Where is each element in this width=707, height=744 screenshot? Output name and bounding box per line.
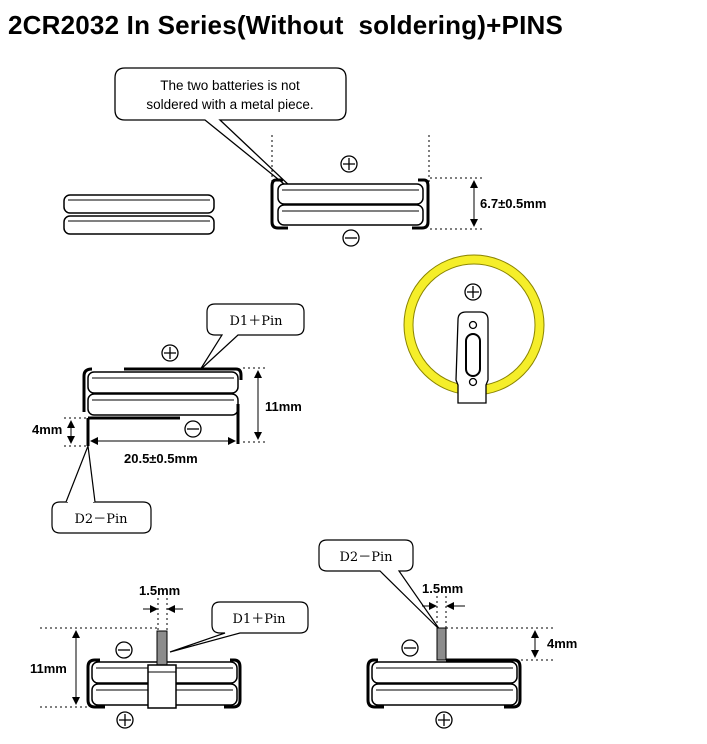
pin-offset-label: 4mm: [32, 422, 62, 437]
page-title: 2CR2032 In Series(Without soldering)+PIN…: [8, 10, 564, 40]
plus-circle-icon: [340, 155, 358, 173]
d2-pin-label-bottom: D2－Pin: [340, 550, 394, 565]
detail-d2-pin: D2－Pin 1.5mm 4mm: [318, 539, 577, 729]
pin-width-right-label: 1.5mm: [422, 581, 463, 596]
note-line-2: soldered with a metal piece.: [146, 97, 313, 112]
note-line-1: The two batteries is not: [160, 78, 300, 93]
plus-circle-icon: [161, 344, 179, 362]
height-with-pins-label: 11mm: [265, 399, 302, 414]
plus-circle-icon: [116, 711, 134, 729]
pin-height-right-label: 4mm: [547, 636, 577, 651]
side-view-with-pins: D1＋Pin 11mm 4mm 20.5±0.5mm D2－Pi: [32, 303, 305, 534]
d2-pin-label-mid: D2－Pin: [75, 512, 129, 527]
d1-pin-label-bottom: D1＋Pin: [233, 612, 287, 627]
height-no-pins-label: 6.7±0.5mm: [480, 196, 546, 211]
pin-width-left-label: 1.5mm: [139, 583, 180, 598]
note-callout: The two batteries is not soldered with a…: [114, 67, 347, 206]
loose-batteries: [63, 194, 215, 235]
battery-top-view: [403, 254, 545, 404]
d1-pin-label-mid: D1＋Pin: [230, 314, 284, 329]
minus-circle-icon: [342, 229, 360, 247]
pin-height-left-label: 11mm: [30, 661, 67, 676]
plus-circle-icon: [464, 283, 482, 301]
detail-d1-pin: 1.5mm D1＋Pin 11mm: [30, 583, 309, 729]
plus-circle-icon: [435, 711, 453, 729]
minus-circle-icon: [115, 641, 133, 659]
minus-circle-icon: [401, 639, 419, 657]
pin-spacing-label: 20.5±0.5mm: [124, 451, 198, 466]
stacked-batteries-top: 6.7±0.5mm: [270, 135, 546, 247]
